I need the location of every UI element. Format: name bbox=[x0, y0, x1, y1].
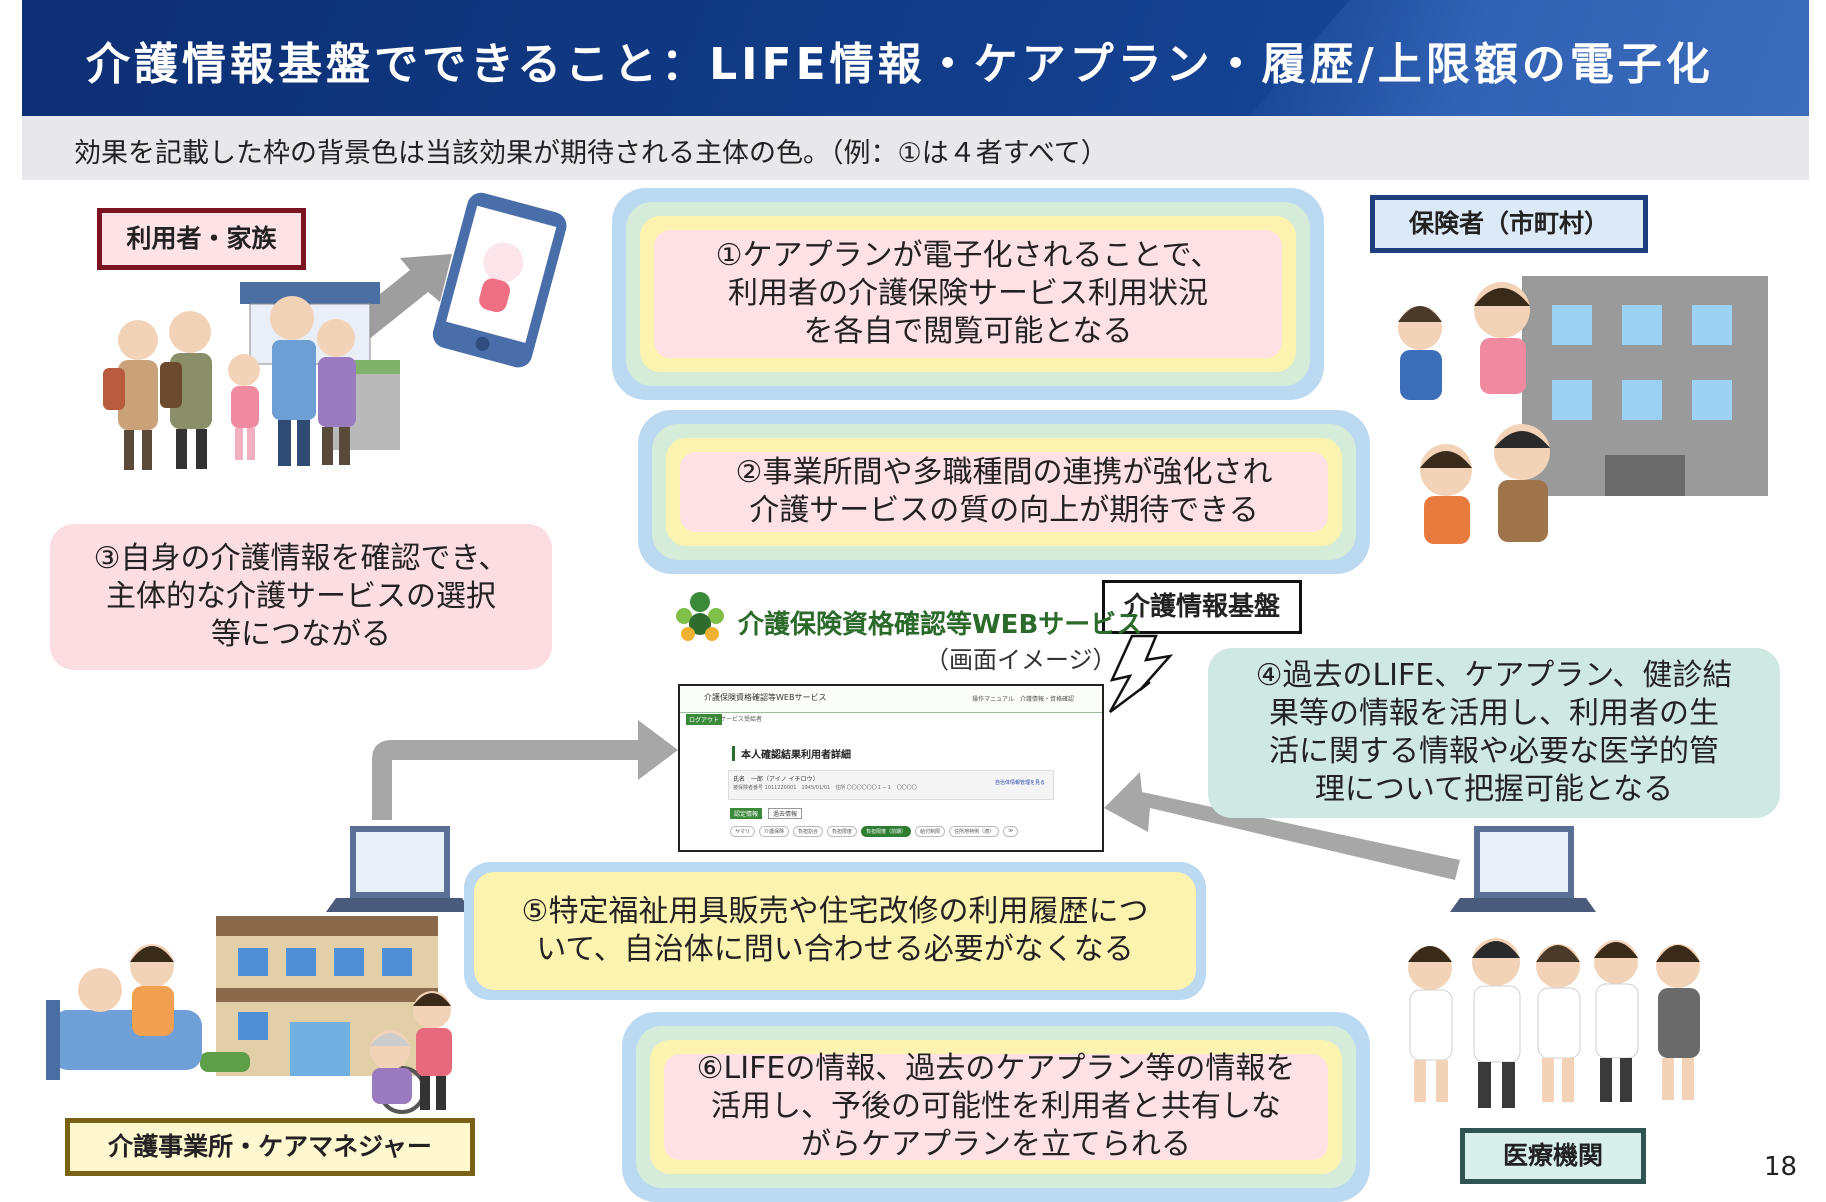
screen-filter-chips: サマリ 介護保険 負担割合 負担限度 負担限度（前期） 給付制限 住所地特例（適… bbox=[730, 826, 1019, 837]
effect-box-1: ①ケアプランが電子化されることで、 利用者の介護保険サービス利用状況 を各自で閲… bbox=[612, 188, 1324, 400]
smartphone-mynumber-icon bbox=[432, 192, 567, 368]
label-user-family: 利用者・家族 bbox=[97, 208, 306, 270]
medical-staff-illustration bbox=[1408, 826, 1700, 1108]
screen-menu: 操作マニュアル 介護情報・資格確認 bbox=[972, 696, 1074, 703]
effect-box-4: ④過去のLIFE、ケアプラン、健診結 果等の情報を活用し、利用者の生 活に関する… bbox=[1208, 648, 1780, 818]
webservice-screen-mockup: 介護保険資格確認等WEBサービス 操作マニュアル 介護情報・資格確認 ログアウト… bbox=[678, 684, 1104, 852]
webservice-logo-icon bbox=[676, 592, 724, 641]
screen-chip: 負担割合 bbox=[793, 826, 824, 837]
screen-chip: 介護保険 bbox=[759, 826, 790, 837]
insurer-office-illustration bbox=[1398, 276, 1768, 544]
effect-text-1: ①ケアプランが電子化されることで、 利用者の介護保険サービス利用状況 を各自で閲… bbox=[715, 238, 1221, 349]
screen-user-name: 氏名 一郎（アイノ イチロウ） bbox=[733, 776, 819, 783]
screen-top-bar: 介護保険資格確認等WEBサービス 操作マニュアル 介護情報・資格確認 bbox=[680, 686, 1102, 713]
screen-user-panel: 氏名 一郎（アイノ イチロウ） 被保険者番号 1011220001 1945/0… bbox=[728, 770, 1054, 800]
screen-chip: 負担限度 bbox=[827, 826, 858, 837]
screen-sub-tag: ログアウト bbox=[686, 714, 723, 725]
effect-text-5: ⑤特定福祉用具販売や住宅改修の利用履歴につ いて、自治体に問い合わせる必要がなく… bbox=[521, 894, 1149, 967]
webservice-title: 介護保険資格確認等WEBサービス bbox=[738, 610, 1143, 640]
effect-box-5: ⑤特定福祉用具販売や住宅改修の利用履歴につ いて、自治体に問い合わせる必要がなく… bbox=[464, 862, 1206, 1000]
family-illustration bbox=[103, 282, 400, 470]
arrow-medical-to-platform-icon bbox=[1104, 772, 1460, 880]
label-care-info-platform: 介護情報基盤 bbox=[1102, 580, 1302, 634]
page-number: 18 bbox=[1764, 1152, 1798, 1182]
lightning-bolt-icon bbox=[1108, 634, 1174, 713]
screen-chip: 住所地特例（適） bbox=[949, 826, 1000, 837]
label-medical-institution: 医療機関 bbox=[1460, 1128, 1646, 1184]
header-background bbox=[22, 0, 1809, 116]
header-stripe-decoration bbox=[1249, 0, 1809, 116]
label-care-provider: 介護事業所・ケアマネジャー bbox=[65, 1118, 475, 1176]
label-insurer: 保険者（市町村） bbox=[1370, 195, 1648, 253]
effect-box-2: ②事業所間や多職種間の連携が強化され 介護サービスの質の向上が期待できる bbox=[638, 410, 1370, 574]
notice-bar: 効果を記載した枠の背景色は当該効果が期待される主体の色。（例：①は４者すべて） bbox=[22, 116, 1809, 180]
screen-sub-menu: サービス受給者 bbox=[720, 716, 763, 723]
webservice-caption: （画面イメージ） bbox=[925, 646, 1117, 674]
screen-link: 自治体情報管理を見る bbox=[994, 780, 1045, 786]
screen-tab-other: 過去情報 bbox=[768, 808, 803, 819]
slide-header: 介護情報基盤でできること：LIFE情報・ケアプラン・履歴/上限額の電子化 bbox=[22, 0, 1809, 116]
effect-text-6: ⑥LIFEの情報、過去のケアプラン等の情報を 活用し、予後の可能性を利用者と共有… bbox=[696, 1051, 1296, 1162]
screen-user-number: 被保険者番号 1011220001 1945/01/01 住所 〇〇〇〇〇〇１－… bbox=[733, 785, 917, 791]
screen-chip: サマリ bbox=[730, 826, 756, 837]
care-facility-illustration bbox=[46, 826, 472, 1114]
notice-text: 効果を記載した枠の背景色は当該効果が期待される主体の色。（例：①は４者すべて） bbox=[74, 138, 1108, 169]
effect-text-2: ②事業所間や多職種間の連携が強化され 介護サービスの質の向上が期待できる bbox=[735, 455, 1273, 528]
screen-chip: 給付制限 bbox=[915, 826, 946, 837]
screen-tab-active: 認定情報 bbox=[730, 808, 763, 819]
effect-text-3: ③自身の介護情報を確認でき、 主体的な介護サービスの選択 等につながる bbox=[93, 541, 509, 652]
arrow-provider-to-platform-icon bbox=[372, 720, 678, 820]
screen-heading: 本人確認結果利用者詳細 bbox=[732, 746, 851, 761]
arrow-to-smartphone-icon bbox=[350, 254, 452, 340]
page-title: 介護情報基盤でできること：LIFE情報・ケアプラン・履歴/上限額の電子化 bbox=[86, 39, 1714, 90]
effect-text-4: ④過去のLIFE、ケアプラン、健診結 果等の情報を活用し、利用者の生 活に関する… bbox=[1255, 658, 1733, 807]
screen-logo-text: 介護保険資格確認等WEBサービス bbox=[704, 693, 827, 702]
effect-box-6: ⑥LIFEの情報、過去のケアプラン等の情報を 活用し、予後の可能性を利用者と共有… bbox=[622, 1012, 1370, 1202]
screen-chip-active: 負担限度（前期） bbox=[861, 826, 912, 837]
effect-box-3: ③自身の介護情報を確認でき、 主体的な介護サービスの選択 等につながる bbox=[50, 524, 552, 670]
screen-chip-more: ≫ bbox=[1003, 826, 1019, 837]
